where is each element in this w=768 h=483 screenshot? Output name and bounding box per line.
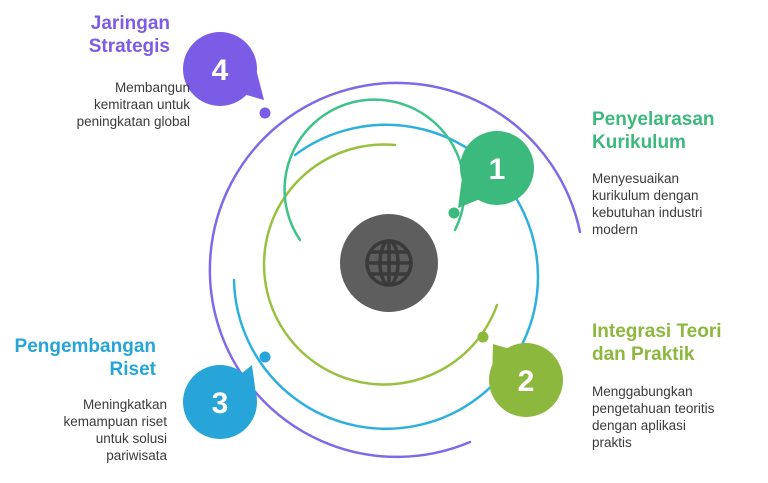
orbit-dot-1 (448, 207, 460, 219)
orbit-arc-2 (262, 143, 499, 386)
item-1-title: Penyelarasan Kurikulum (592, 109, 715, 153)
item-4-description: Membangun kemitraan untuk peningkatan gl… (76, 80, 190, 129)
orbit-arc-4 (208, 81, 582, 459)
badge-3: 3 (183, 365, 257, 439)
badge-number-1: 1 (489, 153, 506, 186)
globe-icon (365, 239, 413, 287)
item-4-title: Jaringan Strategis (88, 13, 170, 57)
badge-1: 1 (458, 131, 534, 208)
orbit-dot-4 (259, 107, 271, 119)
item-2-title: Integrasi Teori dan Praktik (592, 321, 722, 365)
badge-2: 2 (489, 343, 563, 417)
badge-number-4: 4 (212, 54, 229, 87)
item-1-description: Menyesuaikan kurikulum dengan kebutuhan … (592, 171, 703, 237)
item-3-description: Meningkatkan kemampuan riset untuk solus… (63, 397, 167, 463)
badge-number-2: 2 (518, 365, 535, 398)
item-2-description: Menggabungkan pengetahuan teoritis denga… (592, 384, 715, 450)
badge-number-3: 3 (212, 387, 229, 420)
orbit-dot-2 (477, 331, 489, 343)
badge-4: 4 (183, 32, 264, 106)
item-3-title: Pengembangan Riset (14, 336, 156, 380)
orbit-dot-3 (259, 351, 271, 363)
